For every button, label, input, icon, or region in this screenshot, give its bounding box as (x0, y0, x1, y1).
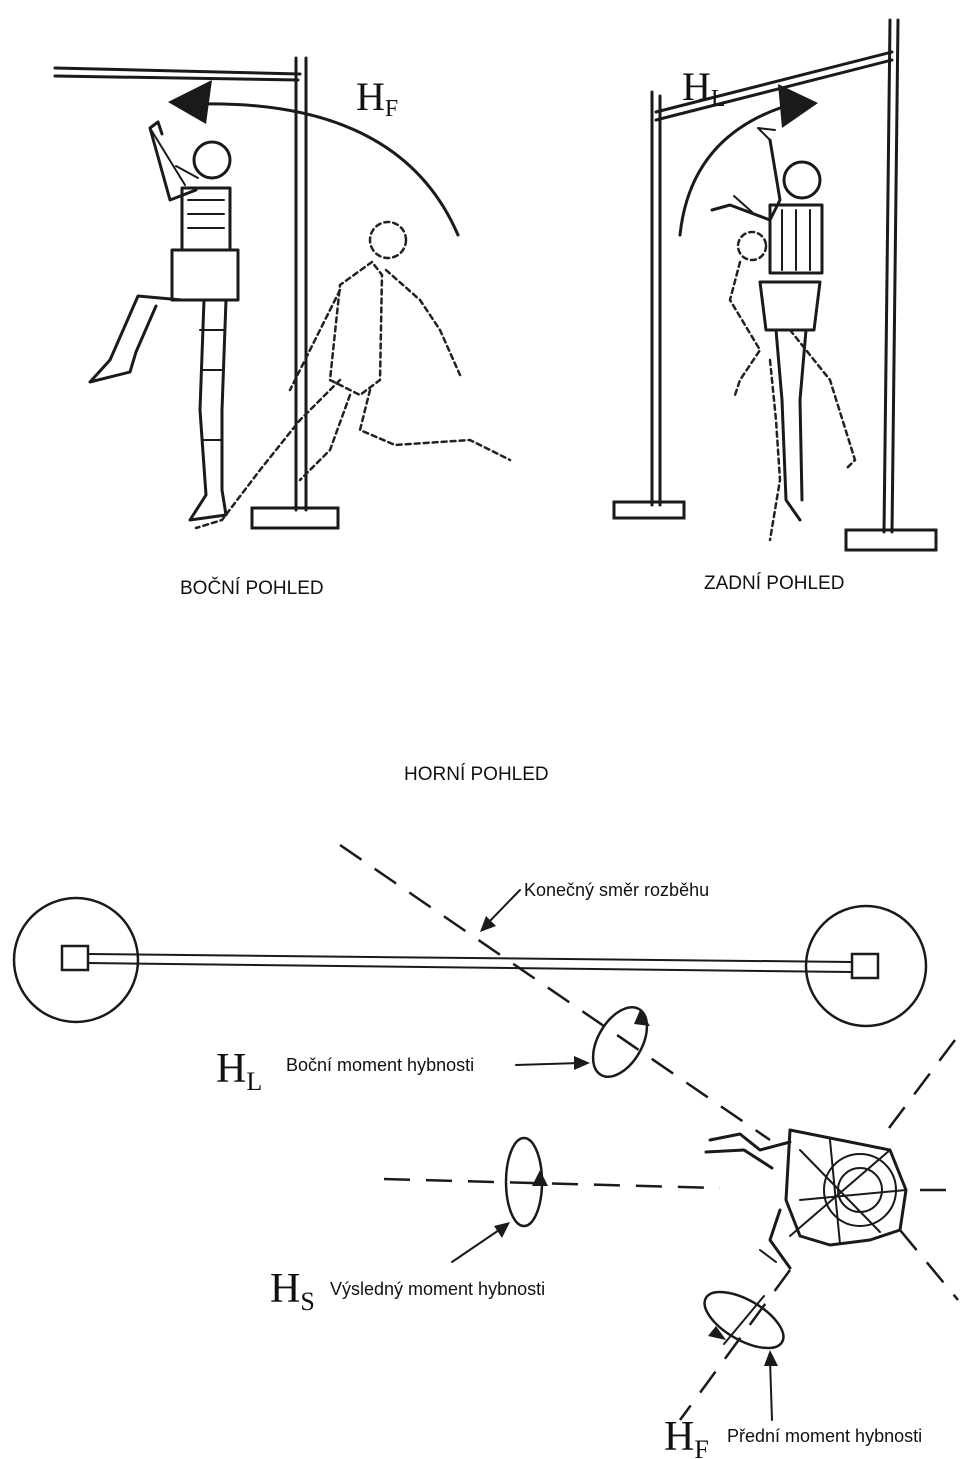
final-direction-pointer (486, 890, 520, 925)
left-standard-post (62, 946, 88, 970)
front-momentum-pointer (770, 1360, 772, 1420)
front-momentum-label: Přední moment hybnosti (727, 1426, 922, 1446)
lateral-momentum-pointer (516, 1063, 580, 1065)
side-crossbar (55, 68, 300, 80)
hl-momentum-ellipse (582, 998, 658, 1086)
rear-left-upright (652, 92, 660, 505)
rear-left-base (614, 502, 684, 518)
hs-ellipse-arrowhead (532, 1170, 548, 1186)
lateral-momentum-label: Boční moment hybnosti (286, 1055, 474, 1075)
front-axis-line-lower (680, 1270, 790, 1420)
rear-view-panel: HL ZADNÍ POHLED (614, 20, 936, 594)
side-view-panel: HF BOČNÍ POHLED (55, 58, 510, 599)
side-upright (296, 58, 306, 510)
hf-arrowhead (168, 80, 212, 124)
front-axis-line-lower-right (900, 1230, 958, 1300)
right-standard-circle (806, 906, 926, 1026)
resultant-axis-line (384, 1179, 720, 1188)
side-jumper-solid (90, 122, 238, 520)
top-crossbar (88, 954, 852, 972)
hf-ellipse-axis (724, 1296, 764, 1344)
final-direction-label: Konečný směr rozběhu (524, 880, 709, 900)
hf-symbol-top: HF (356, 74, 398, 122)
top-view-label: HORNÍ POHLED (404, 764, 549, 785)
left-standard-circle (14, 898, 138, 1022)
front-axis-line-upper (880, 1040, 955, 1140)
side-jumper-dotted (196, 222, 510, 528)
hf-ellipse-arrowhead (708, 1326, 726, 1340)
rear-view-label: ZADNÍ POHLED (704, 573, 844, 594)
hf-rotation-arrow (200, 104, 458, 235)
hf-symbol-bottom: HF (664, 1414, 709, 1459)
hl-symbol-top: HL (682, 64, 726, 112)
resulting-momentum-pointer-head (494, 1222, 510, 1238)
resulting-momentum-pointer (452, 1228, 502, 1262)
top-jumper (706, 1130, 906, 1268)
right-standard-post (852, 954, 878, 978)
side-view-label: BOČNÍ POHLED (180, 577, 324, 599)
hl-symbol-bottom: HL (216, 1046, 262, 1096)
top-view-panel: HORNÍ POHLED Konečný směr rozběhu HL Boč… (14, 764, 960, 1459)
hs-symbol: HS (270, 1266, 315, 1316)
rear-right-upright (884, 20, 898, 532)
hl-rotation-arrow (680, 108, 780, 235)
lateral-momentum-pointer-head (574, 1056, 590, 1070)
front-momentum-pointer-head (764, 1350, 778, 1366)
resulting-momentum-label: Výsledný moment hybnosti (330, 1279, 545, 1299)
hl-arrowhead (778, 84, 818, 128)
rear-jumper (712, 128, 855, 540)
